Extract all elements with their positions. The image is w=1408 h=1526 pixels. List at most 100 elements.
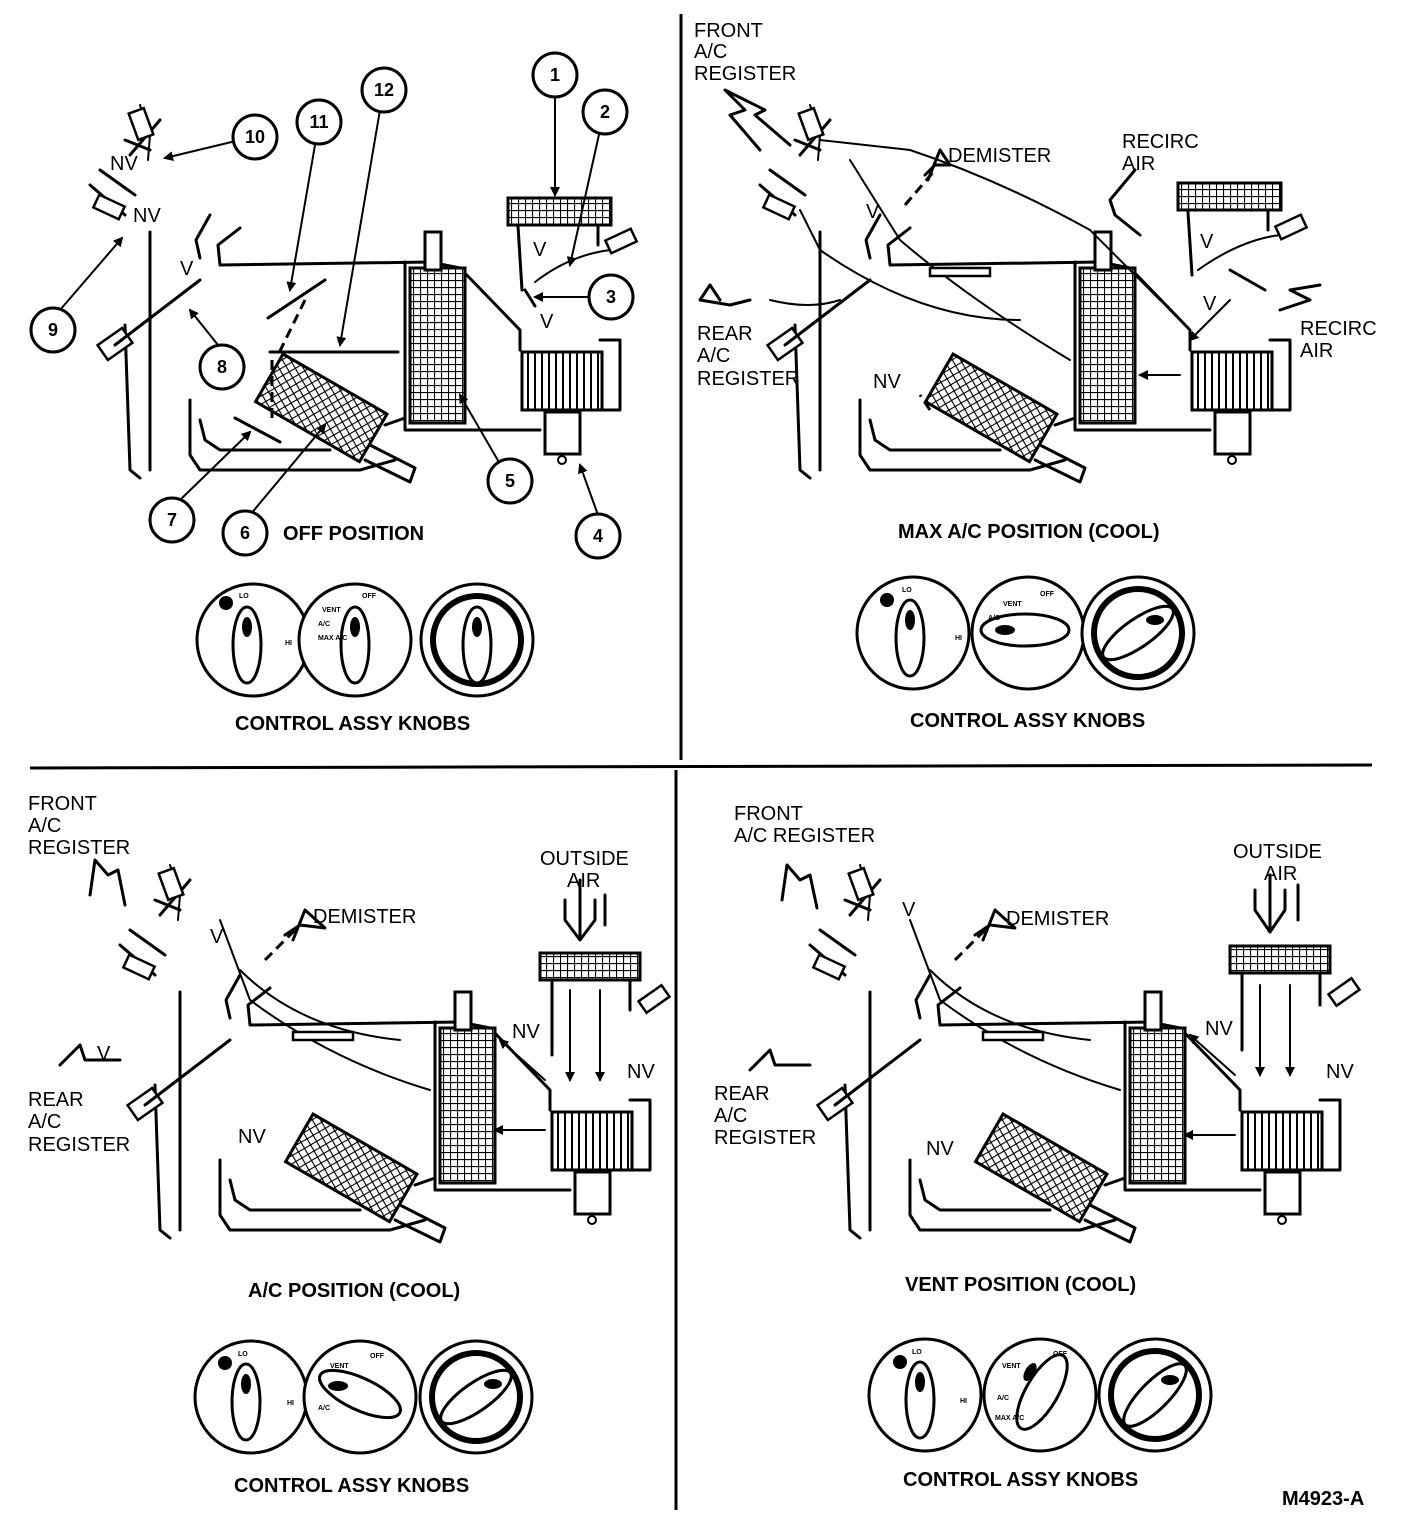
- knobs-caption: CONTROL ASSY KNOBS: [235, 713, 470, 735]
- svg-text:REGISTER: REGISTER: [694, 63, 796, 85]
- label-rear-register: REAR A/C REGISTER: [28, 1089, 130, 1156]
- knobs-caption: CONTROL ASSY KNOBS: [234, 1475, 469, 1497]
- svg-text:MAX A/C: MAX A/C: [318, 635, 347, 642]
- svg-text:1: 1: [550, 65, 560, 85]
- svg-text:VENT: VENT: [322, 607, 341, 614]
- svg-text:REGISTER: REGISTER: [28, 837, 130, 859]
- valve-label: NV: [873, 371, 901, 393]
- svg-text:OFF: OFF: [370, 1353, 385, 1360]
- temperature-knob: [1080, 575, 1196, 691]
- svg-text:AIR: AIR: [1122, 153, 1155, 175]
- svg-text:9: 9: [48, 320, 58, 340]
- valve-label: NV: [1326, 1061, 1354, 1083]
- svg-text:OFF: OFF: [1040, 591, 1055, 598]
- svg-text:A/C: A/C: [28, 815, 61, 837]
- svg-text:REAR: REAR: [714, 1083, 770, 1105]
- valve-label: NV: [926, 1138, 954, 1160]
- label-front-register: FRONT A/C REGISTER: [734, 803, 875, 847]
- mode-knob: OFF VENT A/C MAX A/C: [297, 582, 413, 698]
- fan-speed-knob: LO HI: [193, 1339, 309, 1455]
- svg-text:LO: LO: [238, 1351, 248, 1358]
- callout-7: 7: [148, 496, 196, 544]
- svg-text:VENT: VENT: [330, 1363, 349, 1370]
- panel-caption: OFF POSITION: [283, 523, 424, 545]
- callout-3: 3: [587, 273, 635, 321]
- callout-11: 11: [295, 98, 343, 146]
- svg-text:AIR: AIR: [1264, 863, 1297, 885]
- svg-text:10: 10: [245, 127, 265, 147]
- svg-text:RECIRC: RECIRC: [1122, 131, 1199, 153]
- control-knobs: LO HI OFF VENT A/C MAX A/C: [867, 1337, 1213, 1453]
- svg-text:A/C: A/C: [988, 615, 1000, 622]
- label-demister: DEMISTER: [1006, 908, 1109, 930]
- temperature-knob: [418, 1339, 534, 1455]
- svg-text:2: 2: [600, 102, 610, 122]
- svg-text:A/C REGISTER: A/C REGISTER: [734, 825, 875, 847]
- mode-knob: OFF VENT A/C: [302, 1339, 418, 1455]
- svg-text:6: 6: [240, 523, 250, 543]
- svg-text:FRONT: FRONT: [734, 803, 803, 825]
- callout-2: 2: [581, 88, 629, 136]
- label-outside-air: OUTSIDE AIR: [1233, 841, 1322, 885]
- valve-label: V: [902, 899, 916, 921]
- svg-text:OFF: OFF: [362, 593, 377, 600]
- svg-text:12: 12: [374, 80, 394, 100]
- fan-speed-knob: LO HI: [195, 582, 311, 698]
- valve-label: V: [1200, 231, 1214, 253]
- valve-label: V: [866, 201, 880, 223]
- label-demister: DEMISTER: [313, 906, 416, 928]
- panel-ac-position: FRONT A/C REGISTER DEMISTER OUTSIDE AIR …: [28, 793, 672, 1497]
- svg-text:FRONT: FRONT: [694, 20, 763, 42]
- label-front-register: FRONT A/C REGISTER: [28, 793, 130, 859]
- svg-text:A/C: A/C: [714, 1105, 747, 1127]
- svg-text:OUTSIDE: OUTSIDE: [1233, 841, 1322, 863]
- svg-text:AIR: AIR: [1300, 340, 1333, 362]
- valve-label: NV: [133, 205, 161, 227]
- svg-text:RECIRC: RECIRC: [1300, 318, 1377, 340]
- svg-text:VENT: VENT: [1002, 1363, 1021, 1370]
- svg-text:HI: HI: [285, 640, 292, 647]
- callout-5: 5: [486, 457, 534, 505]
- temperature-knob: [1097, 1337, 1213, 1453]
- svg-text:REGISTER: REGISTER: [714, 1127, 816, 1149]
- panel-caption: VENT POSITION (COOL): [905, 1274, 1136, 1296]
- fan-speed-knob: LO HI: [867, 1337, 983, 1453]
- svg-text:A/C: A/C: [997, 1395, 1009, 1402]
- callout-10: 10: [231, 113, 279, 161]
- valve-label: V: [533, 239, 547, 261]
- valve-label: V: [210, 926, 224, 948]
- panel-off-position: 1 2 3 4 5 6 7 8 9 10 11 12 NV NV V V V O…: [29, 51, 639, 735]
- divider-horizontal: [29, 763, 1373, 770]
- knobs-caption: CONTROL ASSY KNOBS: [903, 1469, 1138, 1491]
- figure-id: M4923-A: [1282, 1488, 1364, 1510]
- valve-label: V: [97, 1043, 111, 1065]
- callout-8: 8: [198, 343, 246, 391]
- svg-text:A/C: A/C: [318, 621, 330, 628]
- air-inlet-filter: [506, 196, 639, 308]
- valve-label: NV: [512, 1021, 540, 1043]
- knobs-caption: CONTROL ASSY KNOBS: [910, 710, 1145, 732]
- mode-knob: OFF VENT A/C MAX A/C: [982, 1337, 1098, 1453]
- mode-knob: OFF VENT A/C: [970, 575, 1086, 691]
- valve-label: NV: [627, 1061, 655, 1083]
- svg-text:HI: HI: [287, 1400, 294, 1407]
- valve-label: NV: [1205, 1018, 1233, 1040]
- svg-text:VENT: VENT: [1003, 601, 1022, 608]
- svg-text:HI: HI: [955, 635, 962, 642]
- svg-text:A/C: A/C: [28, 1111, 61, 1133]
- fan-speed-knob: LO HI: [855, 575, 971, 691]
- callout-1: 1: [531, 51, 579, 99]
- label-rear-register: REAR A/C REGISTER: [714, 1083, 816, 1149]
- svg-text:LO: LO: [239, 593, 249, 600]
- control-knobs: LO HI OFF VENT A/C: [193, 1339, 534, 1455]
- svg-text:REAR: REAR: [28, 1089, 84, 1111]
- valve-label: V: [540, 311, 554, 333]
- panel-caption: A/C POSITION (COOL): [248, 1280, 460, 1302]
- label-rear-register: REAR A/C REGISTER: [697, 323, 799, 390]
- callout-12: 12: [360, 66, 408, 114]
- valve-label: NV: [238, 1126, 266, 1148]
- svg-text:REGISTER: REGISTER: [697, 368, 799, 390]
- label-front-register: FRONT A/C REGISTER: [694, 20, 796, 85]
- valve-label: V: [180, 258, 194, 280]
